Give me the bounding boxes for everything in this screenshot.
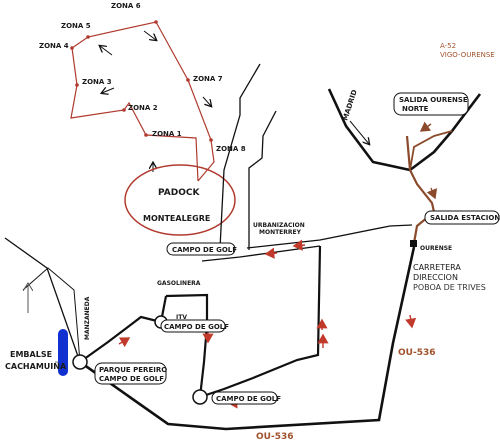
campo-golf-bottom-label: CAMPO DE GOLF (216, 395, 281, 403)
road-manzaneda-right (22, 267, 81, 363)
highway-a52-label: A-52 (440, 42, 456, 50)
zone-4-point (70, 46, 74, 50)
urbanizacion-label: URBANIZACION (253, 222, 305, 229)
zone-7-point (186, 78, 190, 82)
zone-1-label: ZONA 1 (152, 130, 182, 138)
manzaneda-label: MANZANEDA (84, 296, 91, 340)
road-urbanization-2 (248, 110, 277, 250)
zone-7-label: ZONA 7 (193, 75, 223, 83)
reservoir-embalse (58, 329, 68, 376)
gasolinera-label: GASOLINERA (157, 280, 201, 287)
zone-3-point (75, 83, 79, 87)
direction-arrow (264, 247, 278, 259)
road-to-ourense-upper (246, 224, 413, 249)
campo-golf-center-label: CAMPO DE GOLF (164, 323, 229, 331)
zone-5-point (86, 35, 90, 39)
salida-estacion-box[interactable] (424, 210, 500, 225)
salida-ourense-sublabel: NORTE (402, 105, 429, 113)
padock-title: PADOCK (158, 188, 200, 198)
direction-arrow (426, 187, 438, 200)
campo-golf-top-box[interactable] (166, 242, 236, 256)
road-urbanization-1 (219, 63, 261, 249)
madrid-label: MADRID (341, 89, 359, 122)
direction-arrow (202, 96, 211, 106)
road-ou536 (79, 246, 416, 431)
direction-arrow (118, 337, 131, 348)
zone-6-point (154, 20, 158, 24)
zone-2-point (122, 108, 126, 112)
campo-golf-top-label: CAMPO DE GOLF (172, 246, 237, 254)
ourense-node (410, 240, 417, 247)
highway-a52-destination: VIGO-OURENSE (440, 51, 495, 59)
direction-arrow (349, 120, 369, 144)
padock-area (124, 164, 236, 236)
itv-label: ITV (176, 314, 187, 321)
urbanizacion-sublabel: MONTERREY (259, 229, 302, 236)
carretera-sublabel: DIRECCION (413, 273, 458, 282)
salida-ourense-label: SALIDA OURENSE (399, 96, 468, 104)
roundabout-campo-golf[interactable] (192, 389, 208, 405)
zone-4-label: ZONA 4 (39, 42, 69, 50)
embalse-label: EMBALSE (10, 350, 52, 359)
parque-pereiro-box[interactable] (94, 362, 167, 385)
road-parque-left (79, 295, 168, 363)
ou536-right-label: OU-536 (398, 348, 435, 358)
zone-1-point (144, 133, 148, 137)
zone-6-label: ZONA 6 (111, 2, 141, 10)
road-gasolinera (165, 293, 209, 325)
direction-arrow (419, 121, 432, 132)
road-manzaneda-left (4, 237, 81, 363)
parque-pereiro-sublabel: CAMPO DE GOLF (99, 375, 164, 383)
direction-arrow (292, 239, 306, 251)
direction-arrow (143, 30, 156, 40)
zone-3-label: ZONA 3 (82, 78, 112, 86)
padock-subtitle: MONTEALEGRE (143, 214, 210, 223)
carretera-label: CARRETERA (413, 263, 461, 272)
highway-a52-left (327, 88, 411, 172)
direction-arrow (102, 88, 115, 93)
parque-pereiro-label: PARQUE PEREIRO (99, 366, 167, 374)
ourense-label: OURENSE (420, 245, 452, 252)
exit-road-brown (405, 135, 436, 244)
zone-2-label: ZONA 2 (128, 104, 158, 112)
track-route (70, 21, 215, 182)
direction-arrow (100, 46, 113, 56)
embalse-sublabel: CACHAMUIÑA (5, 361, 67, 371)
direction-arrow (405, 314, 417, 329)
campo-golf-center-box[interactable] (160, 319, 226, 333)
roundabout-parque[interactable] (72, 354, 88, 370)
salida-ourense-box[interactable] (393, 92, 469, 116)
salida-estacion-label: SALIDA ESTACION (430, 214, 500, 222)
road-campo-golf (198, 324, 209, 398)
zone-8-label: ZONA 8 (216, 145, 246, 153)
ou536-bottom-label: OU-536 (256, 432, 293, 441)
zone-8-point (209, 138, 213, 142)
campo-golf-bottom-box[interactable] (211, 391, 278, 405)
zone-5-label: ZONA 5 (61, 22, 91, 30)
poboa-trives-label: POBOA DE TRIVES (413, 283, 486, 292)
exit-road-brown-2 (409, 130, 453, 171)
